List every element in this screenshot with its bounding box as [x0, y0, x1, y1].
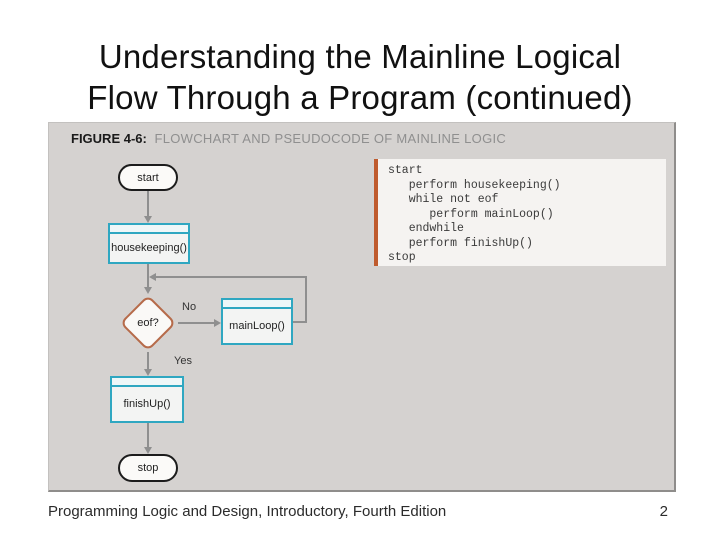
- arrowhead-eof-mainloop: [214, 319, 221, 327]
- loopback-vertical-segment: [305, 276, 307, 323]
- footer-book-title: Programming Logic and Design, Introducto…: [48, 503, 447, 520]
- process-stripe: [112, 378, 182, 387]
- connector-housekeeping-eof: [147, 264, 149, 288]
- flowchart-mainloop-process: mainLoop(): [221, 298, 293, 345]
- figure-caption: FIGURE 4-6: FLOWCHART AND PSEUDOCODE OF …: [71, 131, 506, 146]
- flowchart-eof-label: eof?: [137, 317, 159, 329]
- flowchart-finishup-process: finishUp(): [110, 376, 184, 423]
- slide-title-line1: Understanding the Mainline Logical: [98, 38, 622, 75]
- pseudocode-text: start perform housekeeping() while not e…: [388, 164, 561, 264]
- edge-label-no: No: [182, 301, 197, 313]
- flowchart-start-label: start: [137, 171, 159, 184]
- arrowhead-housekeeping-eof: [144, 287, 152, 294]
- flowchart-mainloop-label: mainLoop(): [229, 320, 285, 332]
- loopback-exit-segment: [293, 321, 307, 323]
- loopback-top-segment: [156, 276, 307, 278]
- flowchart-housekeeping-label: housekeeping(): [111, 242, 187, 254]
- process-stripe: [223, 300, 291, 309]
- arrowhead-start-housekeeping: [144, 216, 152, 223]
- slide-title-line2: Flow Through a Program (continued): [87, 79, 633, 116]
- connector-start-housekeeping: [147, 191, 149, 216]
- edge-label-yes: Yes: [174, 355, 192, 367]
- figure-caption-label: FIGURE 4-6:: [71, 131, 147, 146]
- flowchart-stop-label: stop: [137, 462, 159, 474]
- footer-page-number: 2: [659, 503, 668, 520]
- pseudocode-panel: start perform housekeeping() while not e…: [374, 159, 666, 266]
- arrowhead-finishup-stop: [144, 447, 152, 454]
- connector-eof-mainloop: [178, 322, 214, 324]
- flowchart-housekeeping-process: housekeeping(): [108, 223, 190, 264]
- flowchart-finishup-label: finishUp(): [123, 398, 171, 410]
- slide-title: Understanding the Mainline Logical Flow …: [0, 36, 720, 118]
- flowchart-start-terminal: start: [118, 164, 178, 191]
- connector-eof-finishup: [147, 352, 149, 369]
- connector-finishup-stop: [147, 423, 149, 447]
- figure-panel: FIGURE 4-6: FLOWCHART AND PSEUDOCODE OF …: [48, 122, 676, 492]
- arrowhead-eof-finishup: [144, 369, 152, 376]
- arrowhead-loopback: [149, 273, 156, 281]
- flowchart-stop-terminal: stop: [118, 454, 178, 482]
- process-stripe: [110, 225, 188, 234]
- figure-caption-text: FLOWCHART AND PSEUDOCODE OF MAINLINE LOG…: [154, 131, 507, 146]
